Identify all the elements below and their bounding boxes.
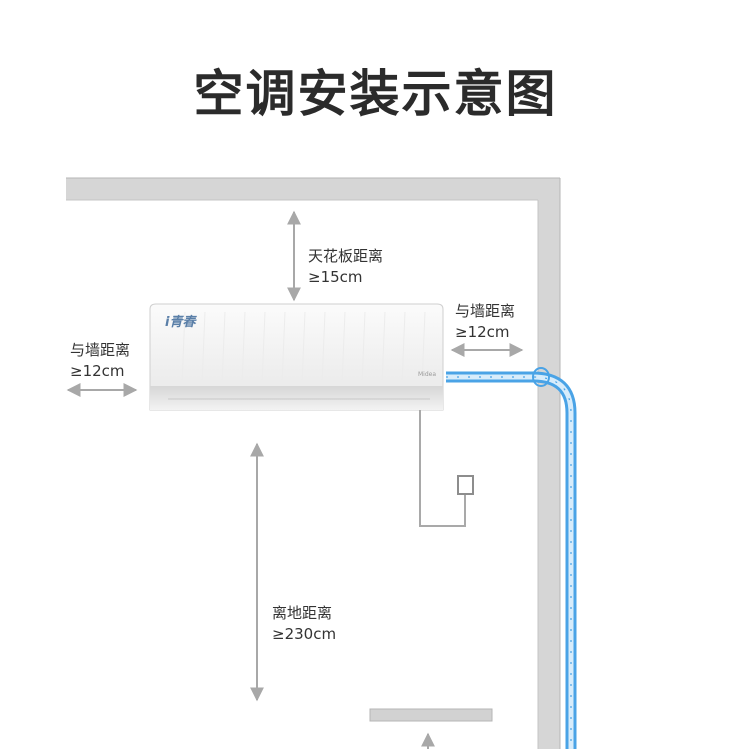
- air-vent: [150, 386, 443, 410]
- right-wall-distance-value: ≥12cm: [455, 323, 510, 341]
- brand-logo: i青春: [165, 314, 197, 330]
- brand-badge: Midea: [418, 371, 436, 378]
- right-wall: [537, 178, 561, 749]
- left-wall-distance-value: ≥12cm: [70, 362, 125, 380]
- floor-distance-text: 离地距离: [272, 604, 333, 622]
- ceiling-distance-label: 天花板距离 ≥15cm: [308, 246, 383, 288]
- indoor-ac-unit: i青春 Midea: [149, 303, 444, 411]
- power-socket: [457, 475, 474, 495]
- floor-reference-slab: [369, 708, 493, 722]
- unit-texture: [181, 311, 426, 385]
- floor-distance-label: 离地距离 ≥230cm: [272, 603, 336, 645]
- drain-pipe: [419, 410, 474, 527]
- refrigerant-pipe: [446, 367, 577, 749]
- right-wall-distance-label: 与墙距离 ≥12cm: [455, 301, 515, 343]
- wall-passthrough-ring: [532, 367, 550, 387]
- ceiling-distance-text: 天花板距离: [308, 247, 384, 265]
- left-wall-distance-label: 与墙距离 ≥12cm: [70, 340, 130, 382]
- ceiling-wall: [66, 177, 560, 201]
- right-wall-distance-text: 与墙距离: [455, 302, 516, 320]
- ceiling-distance-value: ≥15cm: [308, 268, 363, 286]
- floor-distance-value: ≥230cm: [272, 625, 337, 643]
- left-wall-distance-text: 与墙距离: [70, 341, 131, 359]
- page-title: 空调安装示意图: [193, 65, 558, 123]
